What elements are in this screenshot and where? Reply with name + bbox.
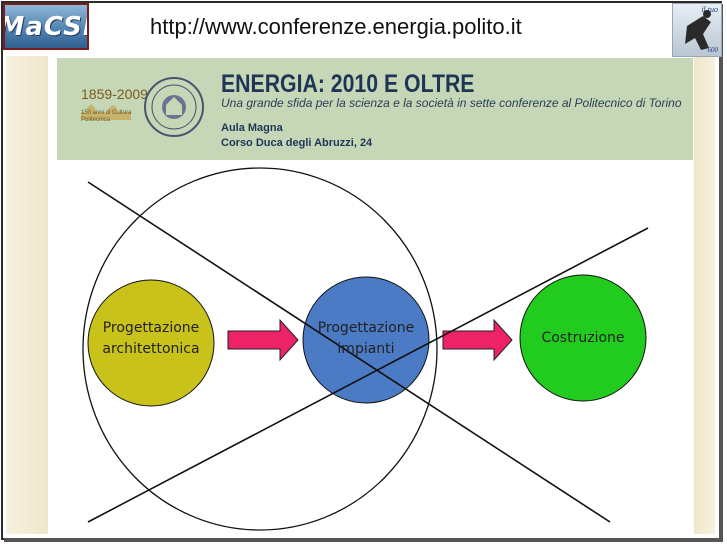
arrow-1: [227, 318, 299, 362]
macsi-logo-text: MaCSI: [3, 11, 89, 42]
conference-banner: 1859-2009 150 anni di Cultura Politecnic…: [57, 58, 693, 160]
node-label-line1: Costruzione: [541, 330, 625, 346]
banner-subtitle: Una grande sfida per la scienza e la soc…: [221, 96, 682, 110]
node-label-architettonica: Progettazione architettonica: [86, 318, 216, 360]
arrow-2: [442, 318, 513, 362]
node-label-costruzione: Costruzione: [518, 328, 648, 349]
left-margin-band: [6, 56, 48, 534]
node-progettazione-architettonica: [87, 279, 215, 407]
cross-line-2: [87, 227, 649, 523]
enclosing-circle: [82, 167, 438, 531]
right-logo-bottom-text: 600: [707, 46, 719, 54]
banner-years-subtitle: 150 anni di Cultura Politecnica: [81, 110, 132, 123]
figure-icon: [685, 10, 711, 50]
node-label-line1: Progettazione: [102, 320, 200, 336]
right-logo: il tuo 600: [672, 3, 722, 57]
node-costruzione: [519, 274, 647, 402]
politecnico-seal-icon: [144, 77, 204, 137]
banner-title: ENERGIA: 2010 E OLTRE: [221, 70, 475, 98]
banner-address: Corso Duca degli Abruzzi, 24: [221, 137, 373, 149]
building-icon: [81, 104, 131, 120]
cross-line-1: [87, 181, 611, 523]
node-label-impianti: Progettazione impianti: [301, 318, 431, 360]
conference-url[interactable]: http://www.conferenze.energia.polito.it: [150, 14, 522, 39]
macsi-logo: MaCSI: [3, 3, 89, 50]
frame-shadow-right: [719, 4, 723, 541]
node-label-line2: impianti: [337, 341, 395, 357]
frame-shadow-bottom: [4, 538, 723, 542]
right-logo-top-text: il tuo: [701, 5, 718, 14]
banner-years: 1859-2009: [81, 86, 148, 102]
banner-venue: Aula Magna: [221, 122, 283, 134]
right-margin-band: [694, 56, 715, 534]
node-progettazione-impianti: [302, 276, 430, 404]
node-label-line2: architettonica: [102, 341, 200, 357]
node-label-line1: Progettazione: [317, 320, 415, 336]
